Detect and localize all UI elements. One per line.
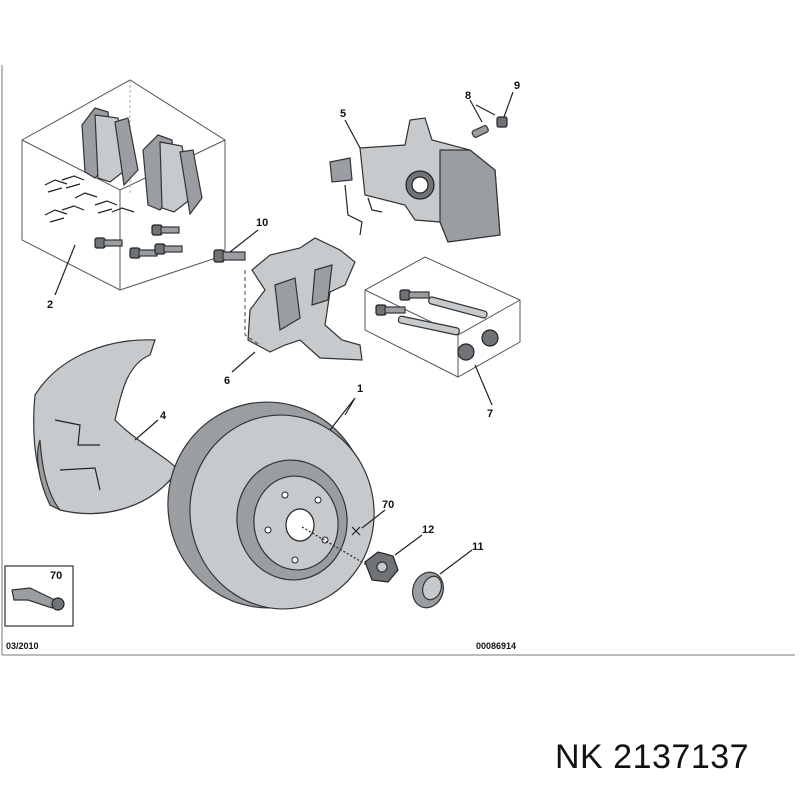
caliper-bracket: [247, 237, 363, 361]
callout-5: 5: [340, 108, 346, 120]
callout-11: 11: [472, 541, 484, 553]
bleed-screw: [471, 116, 508, 138]
guide-pins: [375, 289, 499, 361]
callout-7: 7: [487, 408, 493, 420]
callout-8: 8: [465, 90, 471, 102]
bracket-bolt: [213, 249, 246, 263]
dust-shield: [33, 339, 179, 515]
callout-6: 6: [224, 375, 230, 387]
diagram-frame: [1, 65, 795, 656]
hub-nut: [301, 526, 399, 583]
brake-caliper: [329, 117, 501, 243]
guide-pin-box: [364, 256, 521, 378]
callout-70-inset: 70: [50, 570, 62, 582]
pad-clips: [44, 175, 135, 223]
hub-dust-cap: [412, 571, 444, 609]
callout-12: 12: [422, 524, 434, 536]
footer-date: 03/2010: [6, 641, 39, 651]
brake-pads: [81, 107, 203, 216]
callout-9: 9: [514, 80, 520, 92]
callout-1: 1: [357, 383, 363, 395]
callout-70: 70: [382, 499, 394, 511]
callout-2: 2: [47, 299, 53, 311]
screw-70-inset: [4, 565, 74, 627]
pad-bolts: [94, 224, 183, 259]
screw-70-marker: [351, 526, 361, 536]
callout-10: 10: [256, 217, 268, 229]
callout-4: 4: [160, 410, 167, 422]
brake-disc: [167, 401, 375, 610]
part-number-label: NK 2137137: [555, 738, 750, 776]
footer-ref: 00086914: [476, 641, 516, 651]
